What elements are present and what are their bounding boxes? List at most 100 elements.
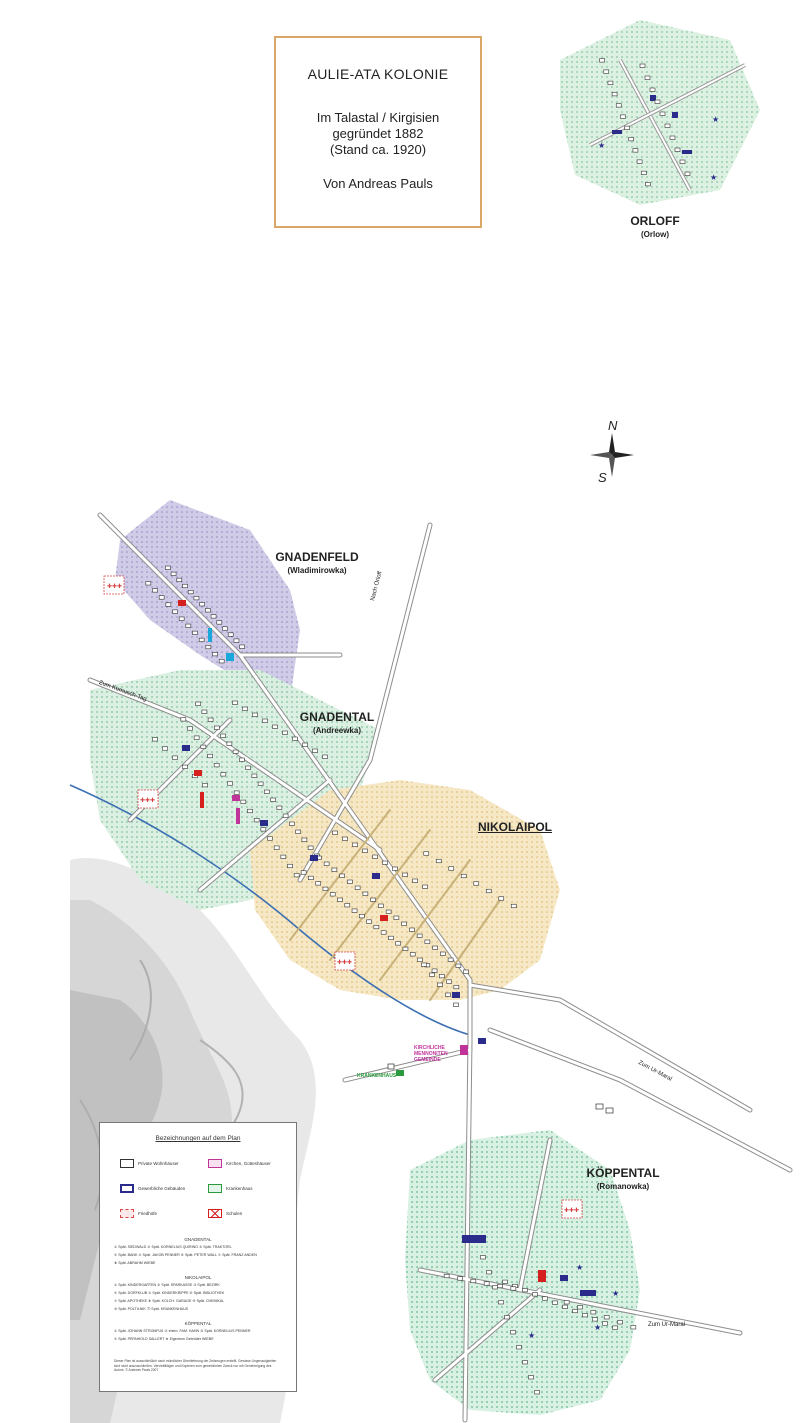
house-icon bbox=[402, 946, 409, 951]
house-icon bbox=[339, 873, 345, 878]
house-icon bbox=[337, 897, 343, 902]
village-name: KÖPPENTAL bbox=[586, 1166, 660, 1180]
house-icon bbox=[270, 797, 276, 802]
legend-item-label: Gewerbliche Gebäuden bbox=[138, 1186, 186, 1191]
house-icon bbox=[332, 830, 338, 835]
house-icon bbox=[422, 884, 428, 889]
house-icon bbox=[480, 1255, 486, 1260]
house-icon bbox=[592, 1317, 598, 1322]
house-icon bbox=[440, 951, 446, 956]
house-icon bbox=[272, 724, 278, 729]
house-icon bbox=[239, 644, 245, 649]
house-icon bbox=[287, 863, 293, 869]
legend-section-row: ① Spät. JOHANN STROMFUß ② ehem. FAM. HAH… bbox=[114, 1329, 251, 1333]
house-icon bbox=[388, 935, 394, 940]
svg-text:✚✚✚: ✚✚✚ bbox=[107, 583, 122, 590]
house-icon bbox=[322, 754, 328, 759]
legend-section-row: ⑧ Spät. ABRAHM WIEBE bbox=[114, 1261, 156, 1265]
legend-footnote: Dieser Plan ist ausschließlich nach münd… bbox=[114, 1359, 277, 1372]
road-label-ur-maral-2: Zum Ur-Maral bbox=[648, 1322, 685, 1328]
village-label-orloff: ORLOFF (Orlow) bbox=[610, 214, 700, 239]
house-icon bbox=[226, 741, 233, 746]
legend-item-label: Schulen bbox=[226, 1211, 243, 1216]
house-icon bbox=[233, 638, 240, 643]
house-icon bbox=[300, 870, 307, 875]
house-icon bbox=[654, 99, 661, 104]
house-icon bbox=[193, 735, 200, 740]
house-icon bbox=[213, 763, 220, 768]
house-icon bbox=[342, 836, 348, 841]
house-icon bbox=[504, 1315, 510, 1320]
house-icon bbox=[239, 757, 245, 762]
legend-section-row: ④ Spät. DORFKLUB ⑤ Spät. KINDERKRIPPE ⑥ … bbox=[114, 1291, 225, 1295]
house-icon bbox=[158, 595, 165, 600]
village-alt-name: (Romanowka) bbox=[596, 1182, 650, 1191]
house-icon bbox=[262, 718, 268, 723]
house-icon bbox=[315, 881, 321, 886]
house-icon bbox=[192, 630, 198, 635]
house-icon bbox=[453, 984, 460, 990]
house-icon bbox=[198, 637, 205, 643]
house-icon bbox=[446, 979, 452, 984]
house-icon bbox=[233, 790, 240, 795]
house-icon bbox=[172, 609, 178, 614]
cemetery-gnadenfeld: ✚✚✚ bbox=[103, 575, 125, 595]
legend-title: Bezeichnungen auf dem Plan bbox=[155, 1135, 241, 1142]
house-icon bbox=[639, 63, 646, 68]
house-icon bbox=[362, 891, 369, 896]
house-icon bbox=[240, 799, 247, 804]
house-icon bbox=[563, 1300, 570, 1305]
house-icon bbox=[152, 737, 158, 742]
svg-text:★: ★ bbox=[712, 115, 719, 124]
house-icon bbox=[542, 1296, 548, 1301]
house-icon bbox=[172, 755, 178, 760]
house-icon bbox=[679, 159, 686, 164]
house-icon bbox=[170, 571, 177, 576]
house-icon bbox=[664, 123, 671, 128]
house-icon bbox=[352, 842, 358, 847]
house-icon bbox=[393, 915, 400, 920]
house-icon bbox=[260, 827, 267, 832]
house-icon bbox=[460, 873, 467, 879]
house-icon bbox=[615, 103, 622, 108]
house-icon bbox=[382, 860, 388, 865]
house-icon bbox=[207, 753, 213, 759]
house-icon bbox=[380, 930, 387, 935]
house-icon bbox=[162, 746, 168, 751]
house-icon bbox=[251, 773, 258, 778]
house-icon bbox=[599, 58, 605, 63]
legend-section-heading: KÖPPENTAL bbox=[184, 1321, 212, 1326]
house-icon bbox=[185, 623, 192, 628]
compass-icon bbox=[590, 433, 634, 477]
svg-text:★: ★ bbox=[594, 1323, 601, 1332]
house-icon bbox=[212, 652, 218, 657]
house-icon bbox=[347, 879, 353, 884]
house-icon bbox=[603, 1315, 610, 1320]
house-icon bbox=[612, 1325, 618, 1330]
svg-text:★: ★ bbox=[598, 141, 605, 150]
special-buildings: ★ ★ ★ ★ bbox=[178, 600, 619, 1340]
house-icon bbox=[372, 854, 378, 859]
village-label-koeppental: KÖPPENTAL (Romanowka) bbox=[568, 1166, 678, 1191]
house-icon bbox=[528, 1375, 534, 1380]
legend-section-heading: NIKOLAIPOL bbox=[184, 1275, 212, 1280]
house-icon bbox=[421, 962, 427, 967]
status-line: (Stand ca. 1920) bbox=[329, 142, 427, 157]
commercial-icon bbox=[120, 1184, 134, 1193]
house-icon bbox=[659, 111, 666, 116]
house-icon bbox=[253, 818, 260, 823]
legend-section-row: ④ Spät. PERNHOLD SALLERT ★ Eigentum Gebr… bbox=[114, 1337, 214, 1341]
title-box: AULIE-ATA KOLONIE Im Talastal / Kirgisie… bbox=[274, 36, 482, 228]
house-icon bbox=[552, 1300, 558, 1305]
house-icon bbox=[312, 748, 318, 753]
house-icon bbox=[187, 726, 193, 731]
house-icon bbox=[470, 1278, 477, 1284]
house-icon bbox=[218, 659, 225, 664]
village-label-gnadenfeld: GNADENFELD (Wladimirowka) bbox=[262, 550, 372, 575]
house-icon bbox=[435, 858, 442, 864]
house-rows bbox=[145, 58, 691, 1395]
house-icon bbox=[424, 939, 431, 944]
house-icon bbox=[628, 137, 635, 142]
house-icon bbox=[152, 588, 158, 593]
house-icon bbox=[195, 701, 201, 706]
